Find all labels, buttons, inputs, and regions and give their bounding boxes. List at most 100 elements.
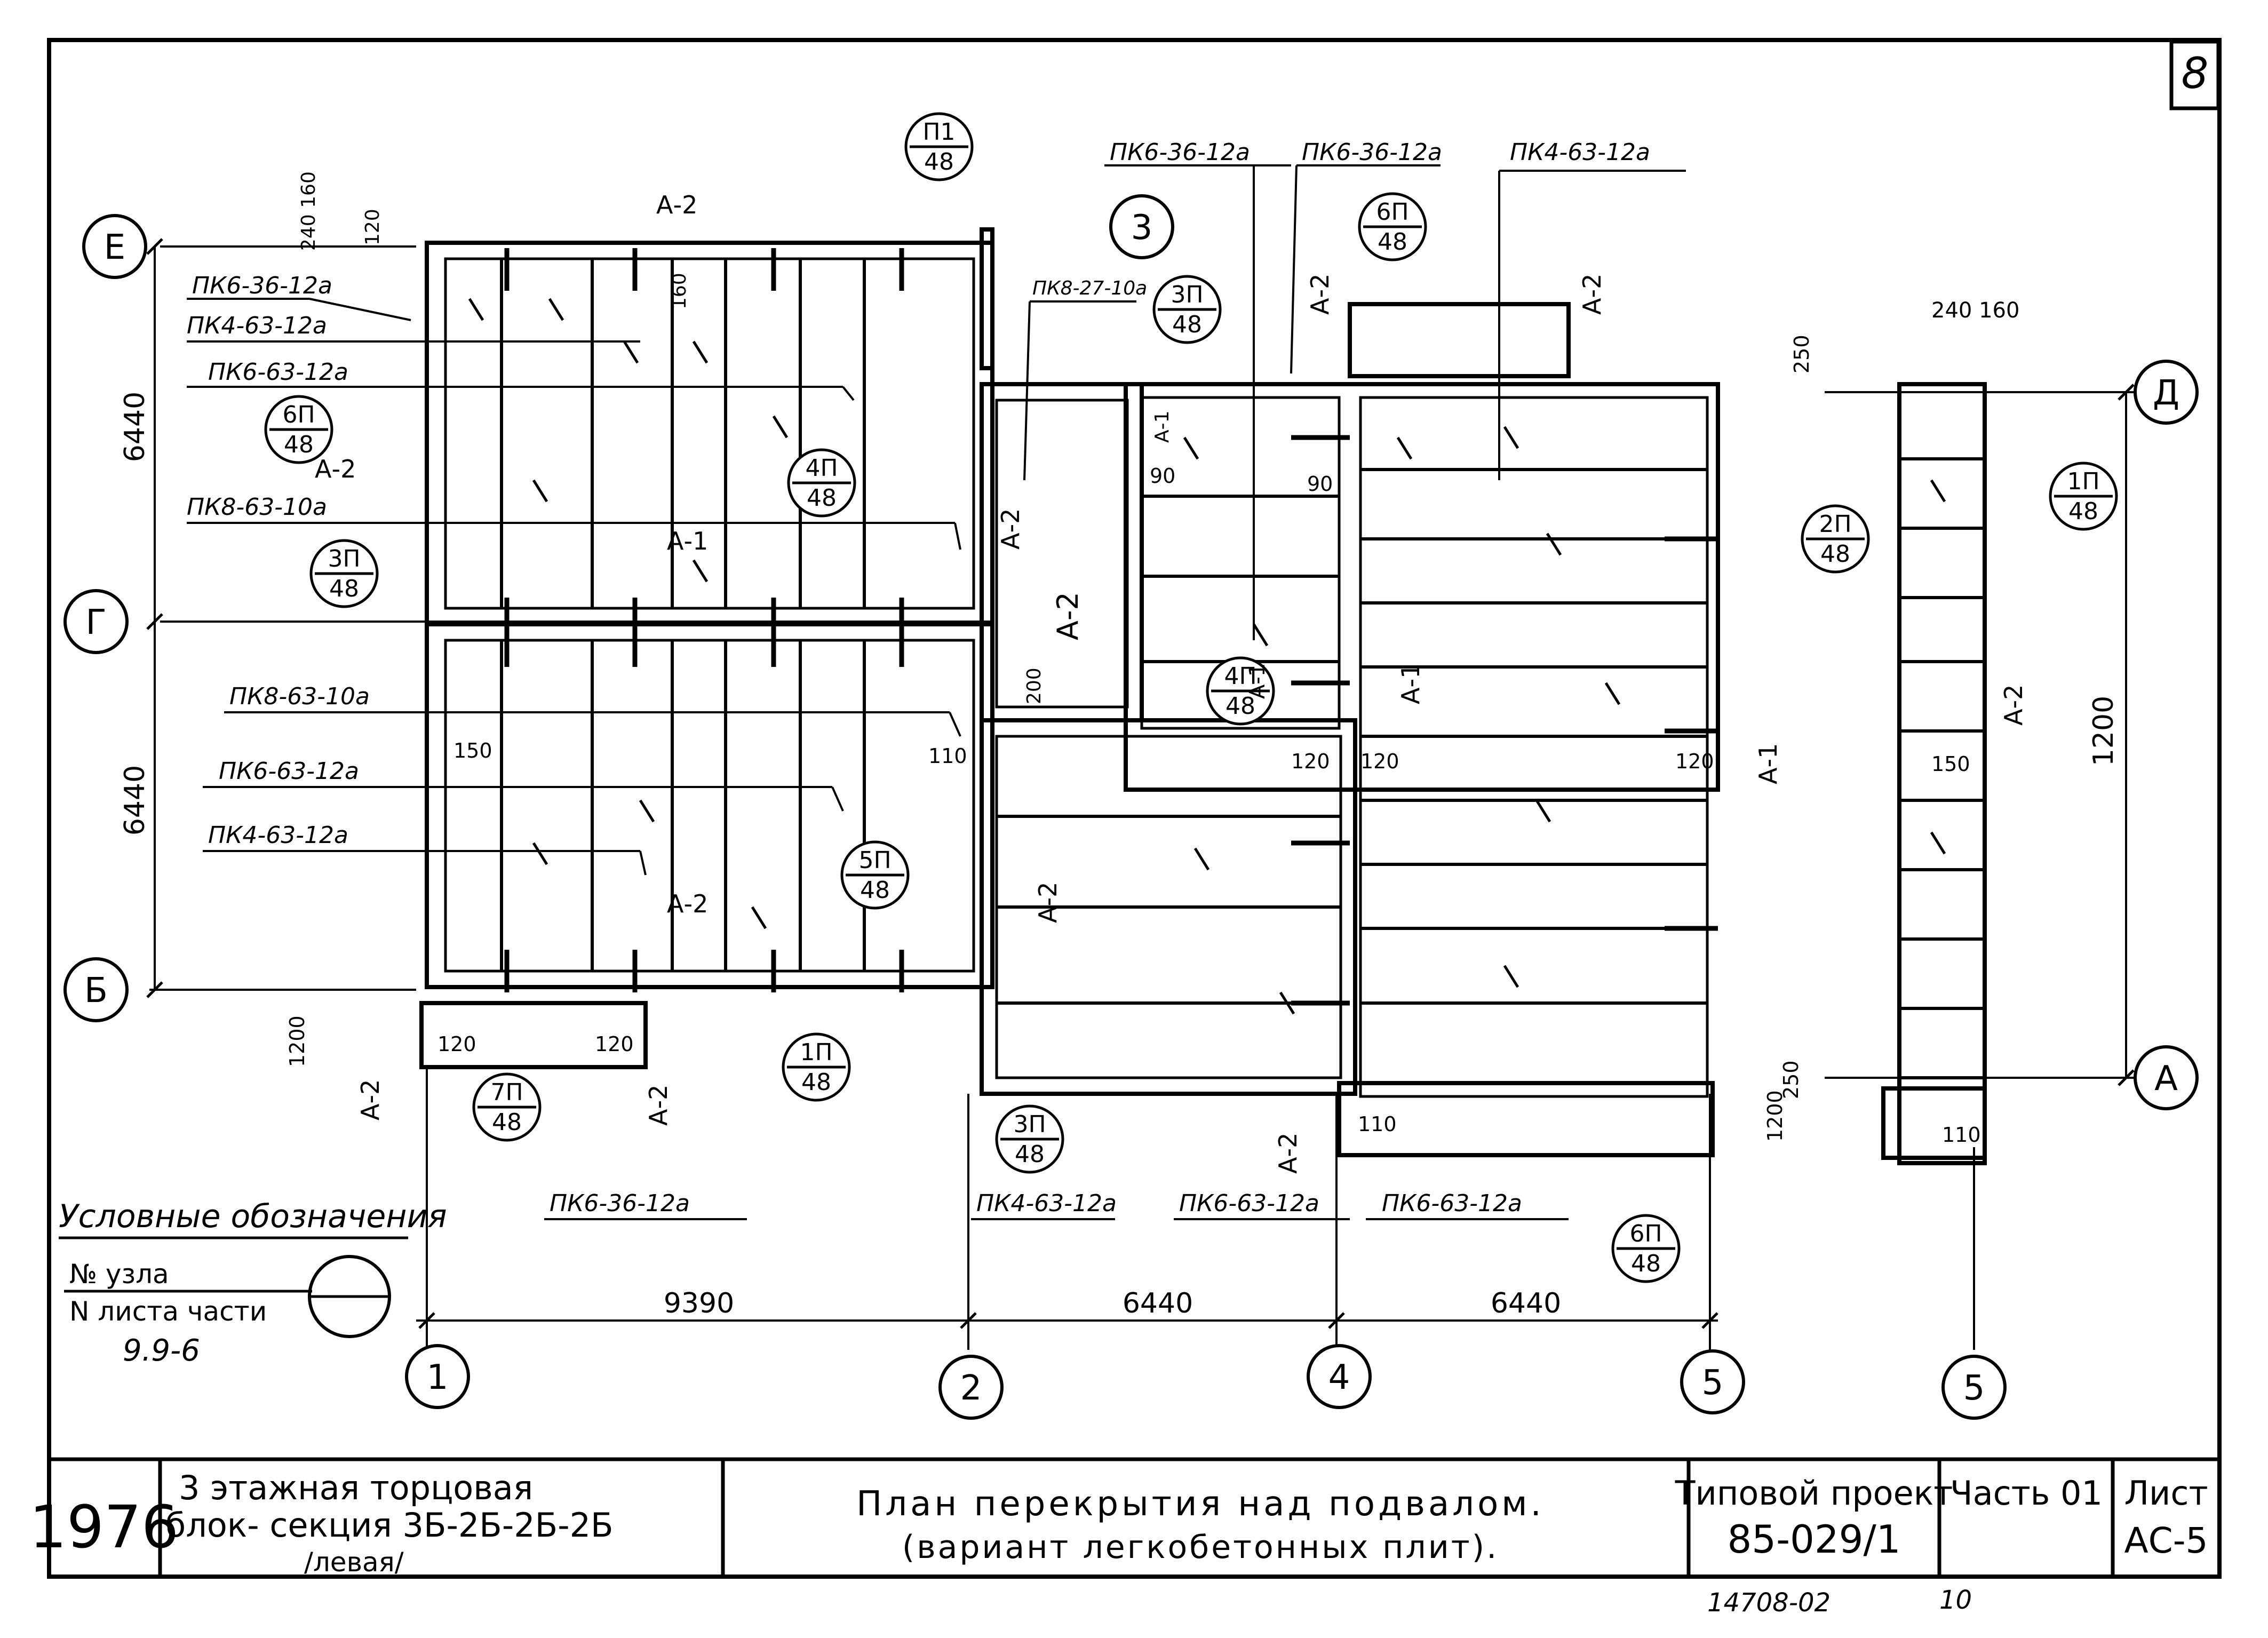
dim-120-d: 120 <box>437 1032 476 1056</box>
mark-A2-v1: А-2 <box>1306 274 1334 315</box>
tb-sheet-title-line1: План перекрытия над подвалом. <box>856 1484 1545 1524</box>
dim-120-b: 120 <box>1360 750 1399 773</box>
slab-label-text: ПК6-36-12а ПК4-63-12а ПК6-63-12а ПК8-63-… <box>187 139 1650 1217</box>
axis-2: 2 <box>960 1369 982 1408</box>
node-3P-left-num: 3П <box>328 545 360 572</box>
node-6P-bottom-sheet: 48 <box>1631 1250 1661 1277</box>
axis-and-dimension-lines <box>149 245 2134 1350</box>
mark-A1-v3: А-1 <box>1754 743 1782 784</box>
slab-label-pk4-63-12a-lower: ПК4-63-12а <box>208 822 348 849</box>
node-5P-num: 5П <box>858 847 891 874</box>
tb-footer-code: 14708-02 <box>1707 1588 1831 1618</box>
axis-5b: 5 <box>1963 1369 1985 1408</box>
tb-building-line2: блок- секция 3Б-2Б-2Б-2Б <box>165 1506 614 1545</box>
mark-A2-v6: А-2 <box>356 1079 385 1120</box>
slab-label-pk6-63-12a-bottom-b: ПК6-63-12а <box>1382 1190 1522 1217</box>
title-block-text: 1976 3 этажная торцовая блок- секция 3Б-… <box>29 1468 2208 1618</box>
node-3P-left-sheet: 48 <box>329 575 359 602</box>
node-6P-left-sheet: 48 <box>284 431 314 458</box>
dim-120-c: 120 <box>1675 750 1714 773</box>
dim-1200-b: 1200 <box>1763 1090 1787 1142</box>
slab-diagonal-marks <box>468 298 1946 1015</box>
slab-label-pk4-63-12a-left: ПК4-63-12а <box>187 312 327 339</box>
tb-sheet-code: АС-5 <box>2124 1520 2208 1561</box>
node-7P-sheet: 48 <box>492 1109 522 1136</box>
tb-sheet-title-line2: (вариант легкобетонных плит). <box>902 1529 1499 1566</box>
mark-A2-left: А-2 <box>315 455 356 483</box>
title-block <box>49 1457 2219 1577</box>
node-1P-bottom-sheet: 48 <box>801 1069 831 1096</box>
dim-6440-bottom: 6440 <box>119 765 151 836</box>
axis-A: А <box>2154 1059 2178 1099</box>
slab-label-pk6-63-12a-lower: ПК6-63-12а <box>219 758 359 785</box>
dim-6440-top: 6440 <box>119 392 151 462</box>
dim-6440-b: 6440 <box>1491 1287 1561 1319</box>
mark-A1-v4: А-1 <box>1245 663 1270 699</box>
legend-title: Условные обозначения <box>59 1198 447 1235</box>
tb-year: 1976 <box>29 1493 179 1561</box>
dim-200: 200 <box>1023 667 1045 704</box>
dim-240-160-top: 240 160 <box>298 171 320 251</box>
anchor-bars <box>504 248 1718 1006</box>
slab-label-pk6-36-12a-top-a: ПК6-36-12а <box>1110 139 1250 166</box>
axis-4: 4 <box>1328 1358 1350 1397</box>
building-outlines <box>419 227 1987 1165</box>
node-6P-top-sheet: 48 <box>1378 228 1407 256</box>
dim-110-c: 110 <box>1942 1123 1981 1147</box>
mark-A2-v4: А-2 <box>1051 592 1085 640</box>
dim-110-b: 110 <box>1358 1112 1397 1136</box>
tb-footer-page: 10 <box>1939 1585 1972 1615</box>
dim-250-a: 250 <box>1790 335 1813 373</box>
node-1P-bottom-num: 1П <box>800 1039 832 1066</box>
axis-G: Г <box>85 603 106 642</box>
node-4P-b-num: 4П <box>1224 663 1256 690</box>
dim-90-b: 90 <box>1307 472 1333 496</box>
dim-9390: 9390 <box>664 1287 734 1319</box>
node-6P-top-num: 6П <box>1376 198 1408 226</box>
tb-project-number: 85-029/1 <box>1727 1517 1900 1562</box>
mark-A2-v8: А-2 <box>1999 685 2028 726</box>
dim-120-a: 120 <box>1291 750 1330 773</box>
dim-150-right: 150 <box>1931 752 1970 776</box>
axis-5: 5 <box>1702 1363 1724 1403</box>
dim-250-b: 250 <box>1779 1060 1803 1099</box>
node-6P-left-num: 6П <box>282 401 315 428</box>
slab-label-pk6-36-12a-top-b: ПК6-36-12а <box>1302 139 1442 166</box>
axis-B: Б <box>84 971 108 1011</box>
axis-1: 1 <box>427 1358 449 1397</box>
axis-bubbles <box>63 194 2199 1420</box>
slab-label-pk8-27-10a: ПК8-27-10а <box>1032 277 1147 299</box>
sheet-frame <box>47 38 2222 1579</box>
slab-label-pk6-36-12a-left: ПК6-36-12а <box>192 272 332 299</box>
legend-part-code: 9.9-6 <box>123 1333 200 1368</box>
node-3P-mid-sheet: 48 <box>1172 311 1202 338</box>
mark-A2-top: А-2 <box>656 190 697 219</box>
node-6P-bottom-num: 6П <box>1629 1220 1662 1247</box>
node-5P-sheet: 48 <box>860 877 890 904</box>
tb-part-label: Часть 01 <box>1950 1474 2103 1513</box>
slab-panel-lines <box>500 259 1985 1079</box>
node-2P-num: 2П <box>1819 511 1851 538</box>
tb-building-line3: /левая/ <box>304 1547 404 1578</box>
node-1P-right-sheet: 48 <box>2068 498 2098 525</box>
dim-120-top: 120 <box>362 209 384 245</box>
mark-A2-v5: А-2 <box>1033 882 1062 923</box>
slab-label-pk4-63-12a-bottom: ПК4-63-12а <box>976 1190 1117 1217</box>
node-P1-sheet: 48 <box>924 148 954 176</box>
tb-project-label: Типовой проект <box>1675 1474 1953 1513</box>
slab-leaders <box>187 164 1686 1220</box>
slab-label-pk6-36-12a-bottom: ПК6-36-12а <box>550 1190 690 1217</box>
mark-A1-v2: А-1 <box>1396 663 1425 704</box>
sheet-number: 8 <box>2182 49 2209 98</box>
reinforcement-marks: А-2 А-1 А-2 А-2 А-2 А-2 А-2 А-2 А-2 А-1 … <box>315 190 2028 1174</box>
dim-1200-right: 1200 <box>2088 696 2120 766</box>
mark-A1-v1: А-1 <box>1151 410 1173 443</box>
axis-E: Е <box>104 228 125 267</box>
node-bubble-text: П1 48 6П 48 3П 48 6П 48 4П 48 3П 48 2П 4… <box>282 118 2099 1277</box>
node-3P-mid-num: 3П <box>1171 281 1203 308</box>
tb-building-line1: 3 этажная торцовая <box>179 1468 533 1507</box>
slab-label-pk6-63-12a-left: ПК6-63-12а <box>208 359 348 386</box>
slab-label-pk4-63-12a-top: ПК4-63-12а <box>1510 139 1650 166</box>
dim-160-a: 160 <box>669 273 690 309</box>
